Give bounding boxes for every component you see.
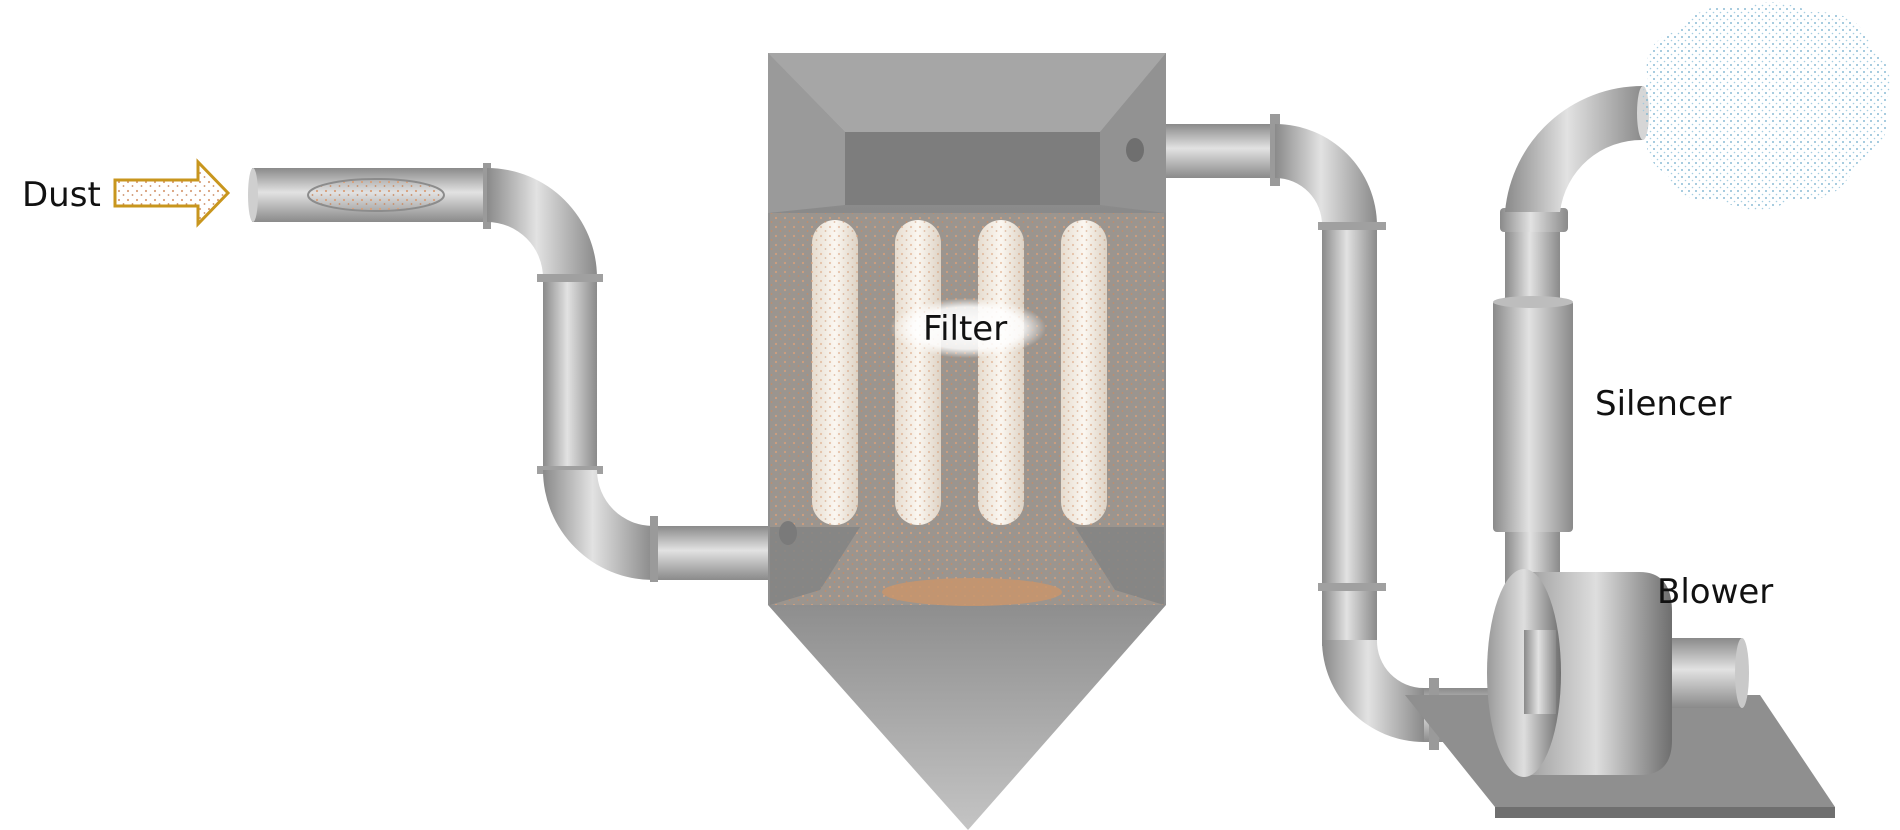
- filter-cartridge: [978, 220, 1024, 525]
- dust-label: Dust: [22, 175, 101, 215]
- filter-label-backdrop: [890, 298, 1046, 358]
- blower: [1487, 569, 1749, 777]
- dust-inlet-arrow: [113, 158, 231, 228]
- collector-hopper: [768, 605, 1166, 830]
- filter-cartridge: [1061, 220, 1107, 525]
- silencer-stack: [1493, 85, 1649, 590]
- filter-cartridges: [812, 220, 1107, 525]
- blower-label: Blower: [1657, 572, 1773, 612]
- clean-air-cloud-icon: [1641, 2, 1890, 210]
- filter-label: Filter: [923, 309, 1007, 349]
- outlet-duct: [1166, 114, 1544, 750]
- filter-cartridge: [895, 220, 941, 525]
- inlet-duct: [248, 163, 768, 582]
- filter-cartridge: [812, 220, 858, 525]
- silencer-label: Silencer: [1595, 384, 1732, 424]
